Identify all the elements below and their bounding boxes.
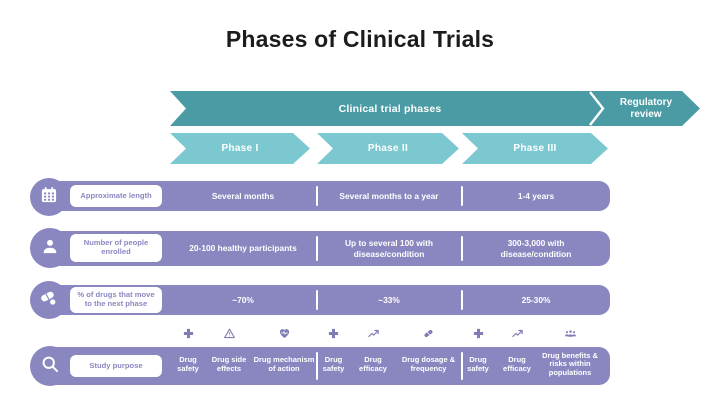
regulatory-review-label: Regulatory review (619, 97, 673, 120)
row-value: Several months (211, 190, 275, 201)
cell-divider (316, 186, 318, 206)
purpose-item-label: Drug dosage & frequency (401, 354, 456, 373)
phase-label: Phase I (221, 143, 259, 154)
person-icon (40, 236, 60, 261)
medical-cross-icon (182, 327, 195, 345)
row-icon-circle (30, 228, 70, 268)
purpose-item: Drug safety (170, 327, 206, 385)
row-value-cell: ~33% (317, 285, 461, 315)
purpose-item-label: Drug side effects (211, 354, 247, 373)
people-group-icon (564, 327, 577, 345)
row-value-cell: 20-100 healthy participants (170, 231, 316, 266)
banner-arrow: Clinical trial phases Regulatory review (170, 91, 700, 126)
purpose-item-label: Drug benefits & risks within populations (542, 350, 598, 377)
row-label-pill: % of drugs that move to the next phase (70, 287, 162, 313)
purpose-item: Drug benefits & risks within populations (538, 327, 602, 385)
calendar-icon (39, 185, 59, 210)
cell-divider (461, 352, 463, 380)
row-value-cell: 1-4 years (462, 181, 610, 211)
row-label: Approximate length (80, 190, 152, 200)
phase-label: Phase II (367, 143, 409, 154)
row-value-cell: ~70% (170, 285, 316, 315)
row-icon-circle (30, 281, 68, 319)
page-title: Phases of Clinical Trials (225, 26, 495, 52)
row-value-cell: Up to several 100 with disease/condition (317, 231, 461, 266)
row-value: ~70% (232, 294, 254, 305)
purpose-item: Drug efficacy (350, 327, 396, 385)
purpose-item: Drug efficacy (494, 327, 540, 385)
cell-divider (461, 236, 463, 261)
magnifier-icon (40, 354, 60, 379)
row-label: % of drugs that move to the next phase (77, 290, 155, 308)
purpose-item: Drug side effects (206, 327, 252, 385)
phase-arrow-2: Phase II (317, 133, 459, 164)
row-label: Study purpose (89, 360, 143, 370)
purpose-item-label: Drug mechanism of action (253, 354, 315, 373)
row-value-cell: 25-30% (462, 285, 610, 315)
purpose-item: Drug dosage & frequency (396, 327, 461, 385)
row-label: Number of people enrolled (83, 238, 149, 256)
row-label-pill: Study purpose (70, 355, 162, 377)
phase-label: Phase III (513, 143, 557, 154)
purpose-item: Drug safety (317, 327, 350, 385)
trend-up-icon (511, 327, 524, 345)
row-value-cell: Several months (170, 181, 316, 211)
row-label-pill: Number of people enrolled (70, 234, 162, 262)
medical-cross-icon (472, 327, 485, 345)
row-value: 300-3,000 with disease/condition (500, 238, 572, 259)
cell-divider (461, 290, 463, 310)
row-value: Up to several 100 with disease/condition (345, 238, 433, 259)
row-value: Several months to a year (339, 190, 439, 201)
trend-up-icon (367, 327, 380, 345)
row-value: 20-100 healthy participants (189, 243, 297, 254)
cell-divider (316, 236, 318, 261)
purpose-item-label: Drug safety (467, 354, 489, 373)
purpose-item: Drug mechanism of action (252, 327, 316, 385)
pills-icon (39, 288, 59, 313)
purpose-item-label: Drug efficacy (503, 354, 531, 373)
phase-arrow-1: Phase I (170, 133, 310, 164)
chevron-separator-icon (588, 91, 610, 126)
banner-label: Clinical trial phases (338, 102, 442, 115)
phase-arrow-3: Phase III (462, 133, 608, 164)
row-value: ~33% (378, 294, 400, 305)
purpose-item-label: Drug safety (177, 354, 199, 373)
heart-pulse-icon (278, 327, 291, 345)
warning-triangle-icon (223, 327, 236, 345)
row-label-pill: Approximate length (70, 185, 162, 207)
row-icon-circle (30, 346, 70, 386)
cell-divider (316, 290, 318, 310)
row-icon-circle (30, 178, 68, 216)
row-value-cell: 300-3,000 with disease/condition (462, 231, 610, 266)
purpose-item-label: Drug efficacy (359, 354, 387, 373)
cell-divider (316, 352, 318, 380)
purpose-item-label: Drug safety (322, 354, 345, 373)
pill-icon (422, 327, 435, 345)
cell-divider (461, 186, 463, 206)
row-value-cell: Several months to a year (317, 181, 461, 211)
purpose-item: Drug safety (462, 327, 494, 385)
row-value: 25-30% (521, 294, 551, 305)
medical-cross-icon (327, 327, 340, 345)
row-value: 1-4 years (517, 190, 555, 201)
